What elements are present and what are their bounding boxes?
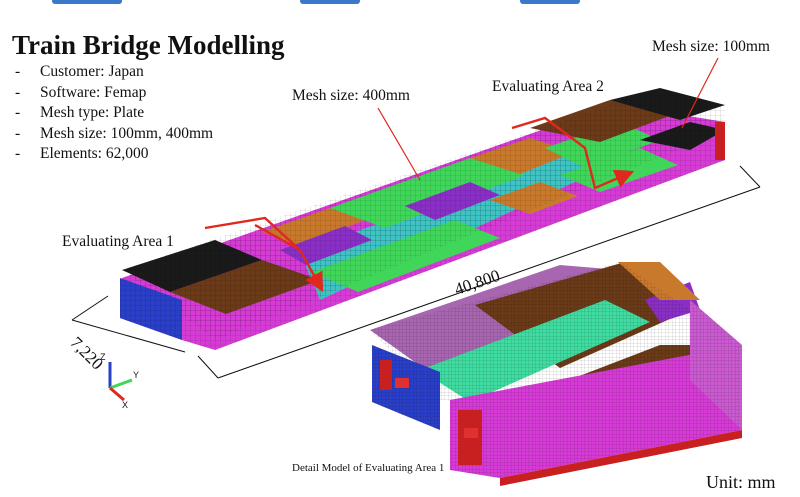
area-1-label: Evaluating Area 1: [62, 233, 174, 250]
spec-mesh-type: Mesh type: Plate: [12, 103, 213, 124]
area-2-marker: [511, 116, 635, 190]
axis-x-label: X: [122, 400, 128, 410]
unit-label: Unit: mm: [706, 472, 776, 492]
area-1-marker: [204, 216, 324, 293]
top-accent-strip: [0, 0, 800, 5]
leader-mesh-400: [377, 107, 421, 181]
spec-elements: Elements: 62,000: [12, 144, 213, 165]
spec-customer: Customer: Japan: [12, 62, 213, 83]
axis-z-label: Z: [100, 352, 106, 362]
detail-base-edge: [500, 430, 742, 486]
spec-mesh-size: Mesh size: 100mm, 400mm: [12, 124, 213, 145]
mesh-100-label: Mesh size: 100mm: [652, 38, 770, 55]
spec-software: Software: Femap: [12, 83, 213, 104]
leader-mesh-100: [681, 57, 719, 129]
page-title: Train Bridge Modelling: [12, 30, 285, 60]
axis-triad: Z Y X: [100, 352, 139, 410]
length-dimension: [217, 186, 761, 379]
right-end-face: [715, 122, 725, 160]
spec-list: Customer: Japan Software: Femap Mesh typ…: [12, 62, 213, 165]
leader-lines: [377, 57, 719, 181]
axis-y-label: Y: [133, 370, 139, 380]
area-2-label: Evaluating Area 2: [492, 78, 604, 95]
width-dimension: [71, 319, 186, 353]
detail-model-caption: Detail Model of Evaluating Area 1: [292, 462, 445, 474]
detail-red-block-1: [380, 360, 392, 390]
main-bridge-model: [120, 88, 725, 350]
evaluation-markers: [204, 116, 635, 293]
dimension-lines: [71, 165, 761, 379]
mesh-400-label: Mesh size: 400mm: [292, 87, 410, 104]
detail-model: [370, 262, 742, 486]
detail-deck-orange: [618, 262, 700, 300]
